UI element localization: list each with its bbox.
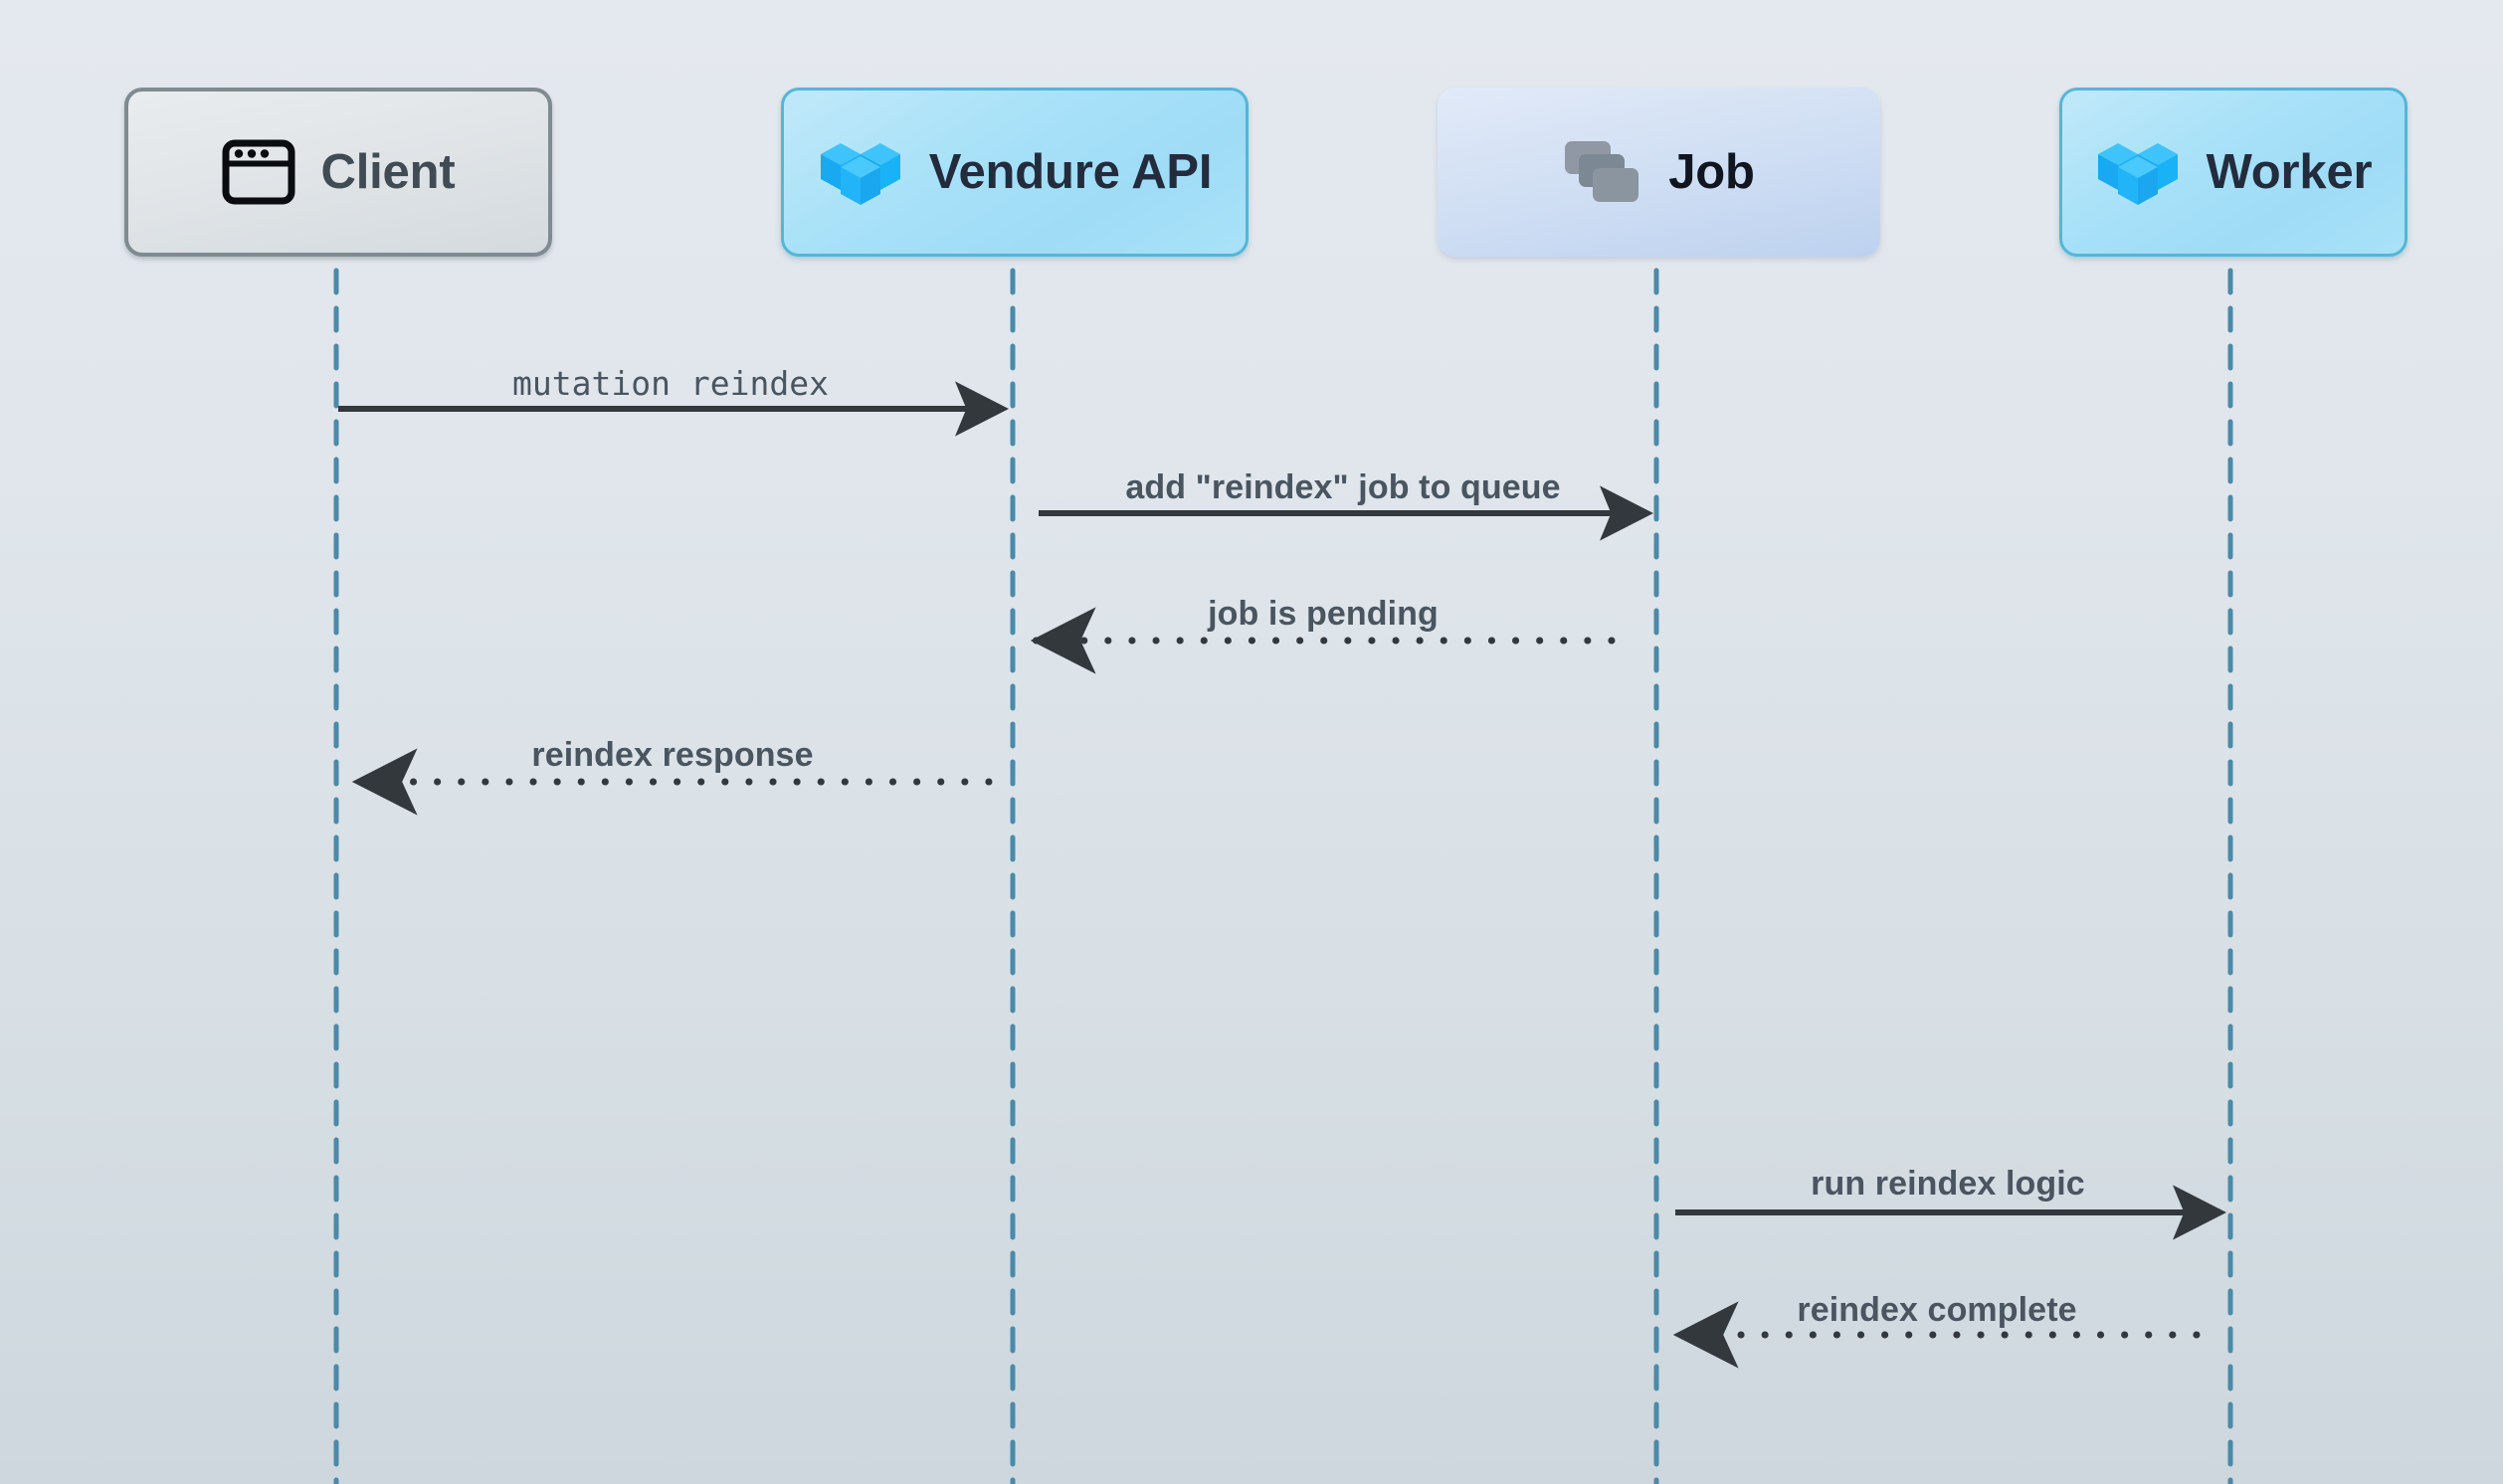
- participant-label: Job: [1668, 145, 1755, 199]
- participant-box-client[interactable]: Client: [124, 88, 552, 257]
- lifelines-group: [333, 268, 2233, 1484]
- participant-box-vendure-api[interactable]: Vendure API: [781, 88, 1249, 257]
- participant-label: Vendure API: [928, 145, 1213, 199]
- vendure-cubes-logo-icon: [2095, 136, 2181, 208]
- participant-box-worker[interactable]: Worker: [2059, 88, 2407, 257]
- message-arrows-group: [338, 381, 2227, 1369]
- message-label-3: job is pending: [1208, 595, 1439, 633]
- browser-window-icon: [222, 139, 295, 205]
- participant-label: Client: [320, 145, 456, 199]
- message-label-6: reindex complete: [1797, 1291, 2077, 1329]
- stacked-cards-icon: [1563, 139, 1642, 205]
- message-label-5: run reindex logic: [1811, 1165, 2085, 1203]
- participant-box-job[interactable]: Job: [1438, 88, 1880, 257]
- message-label-4: reindex response: [531, 736, 814, 774]
- message-label-1: mutation reindex: [512, 364, 829, 403]
- participant-label: Worker: [2206, 145, 2373, 199]
- message-label-2: add "reindex" job to queue: [1125, 468, 1561, 506]
- vendure-cubes-logo-icon: [818, 136, 903, 208]
